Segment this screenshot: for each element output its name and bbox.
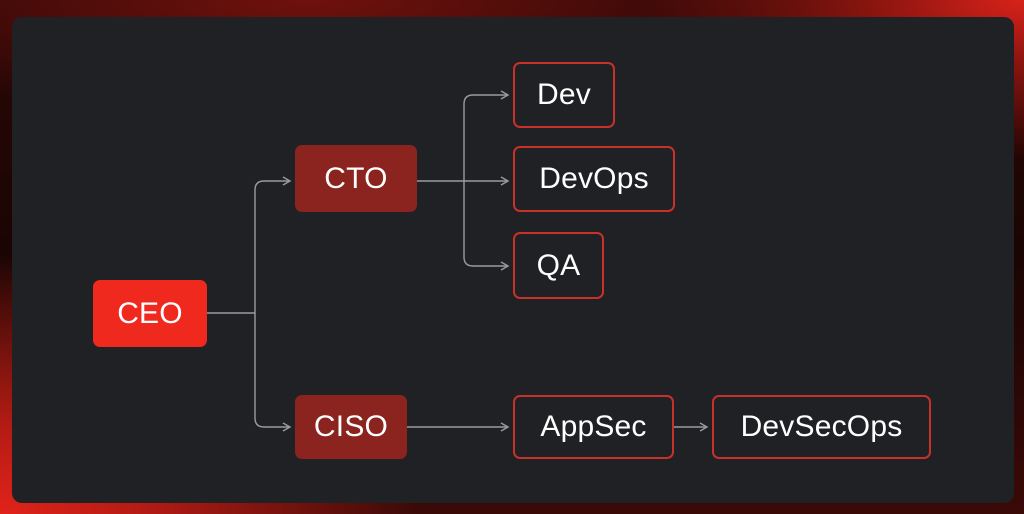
node-dev: Dev: [513, 62, 615, 128]
node-devsecops: DevSecOps: [712, 395, 931, 459]
node-ceo: CEO: [93, 280, 207, 347]
node-devops: DevOps: [513, 146, 675, 212]
node-ciso: CISO: [295, 395, 407, 459]
node-appsec: AppSec: [513, 395, 674, 459]
node-qa: QA: [513, 232, 604, 299]
node-cto: CTO: [295, 145, 417, 212]
